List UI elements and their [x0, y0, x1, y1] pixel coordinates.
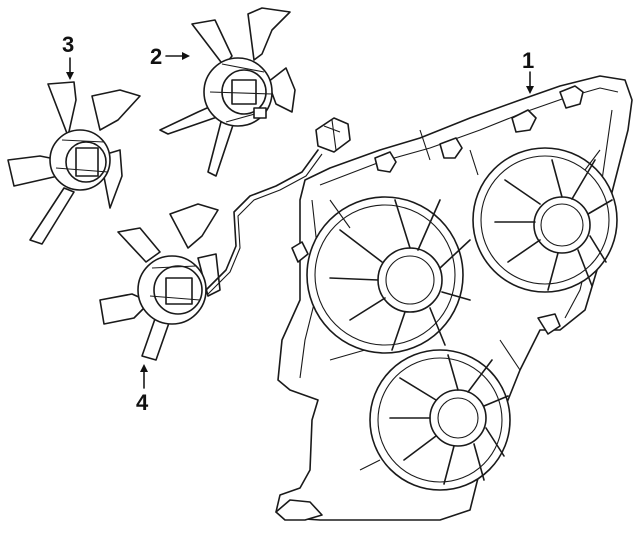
shroud-bottom-fan-opening: [369, 349, 511, 491]
callout-1: 1: [522, 48, 534, 94]
fan-blade-left: [7, 81, 141, 245]
callout-label-2: 2: [150, 44, 162, 69]
callout-4: 4: [136, 364, 149, 415]
callout-label-3: 3: [62, 32, 74, 57]
callout-3: 3: [62, 32, 74, 80]
callout-label-1: 1: [522, 48, 534, 73]
fan-motor: [99, 117, 351, 361]
callout-2: 2: [150, 44, 190, 69]
fan-shroud-assembly: [275, 75, 633, 521]
shroud-left-fan-opening: [306, 196, 471, 354]
shroud-right-fan-opening: [472, 147, 618, 293]
callout-label-4: 4: [136, 390, 149, 415]
fan-blade-upper: [159, 7, 296, 177]
